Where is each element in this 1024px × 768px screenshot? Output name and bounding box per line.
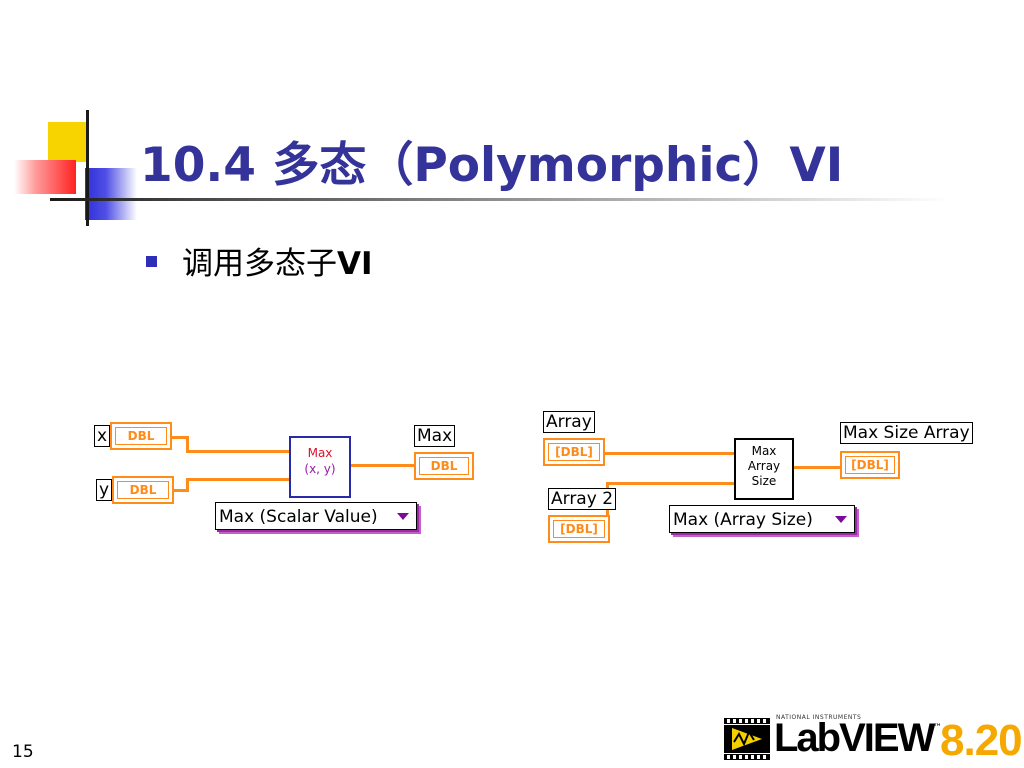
bullet-text: 调用多态子VI — [182, 238, 373, 283]
array2-control-terminal[interactable]: [DBL] — [548, 515, 610, 543]
array2-terminal-type: [DBL] — [553, 520, 605, 538]
labview-logo-icon — [722, 716, 772, 762]
y-terminal-type: DBL — [117, 481, 169, 499]
slide-title: 10.4 多态（Polymorphic）VI — [140, 138, 844, 193]
wire — [604, 452, 736, 455]
array-control-terminal[interactable]: [DBL] — [543, 438, 605, 466]
x-label: x — [94, 425, 111, 447]
logo-ni-text: NATIONAL INSTRUMENTS — [776, 714, 862, 721]
page-number: 15 — [12, 742, 34, 762]
logo-version: 8.20 — [940, 716, 1023, 765]
max-array-size-vi-icon[interactable]: Max Array Size — [734, 438, 794, 500]
wire — [186, 478, 290, 481]
vi2-line2: Array — [747, 459, 781, 473]
chevron-down-icon[interactable] — [835, 516, 847, 523]
array2-label: Array 2 — [548, 488, 617, 510]
x-control-terminal[interactable]: DBL — [110, 422, 172, 450]
max-size-array-label: Max Size Array — [840, 422, 973, 444]
wire — [186, 478, 189, 492]
decor-yellow-square — [48, 122, 86, 162]
logo-name: LabVIEW — [774, 716, 935, 760]
max-indicator-terminal[interactable]: DBL — [414, 452, 474, 480]
logo-trademark: ™ — [933, 723, 942, 733]
bullet-text-bold: VI — [337, 246, 373, 282]
array-label: Array — [543, 411, 595, 433]
wire — [394, 464, 416, 467]
bullet-marker-icon — [146, 256, 157, 267]
wire — [186, 450, 290, 453]
chevron-down-icon[interactable] — [397, 513, 409, 520]
vi-line1: Max — [307, 446, 333, 460]
polymorphic-selector-array[interactable]: Max (Array Size) — [669, 505, 855, 533]
decor-blue-square — [85, 168, 137, 220]
max-label: Max — [414, 425, 456, 447]
wire — [186, 436, 189, 453]
vi2-line1: Max — [751, 444, 777, 458]
selector-text: Max (Scalar Value) — [219, 507, 378, 527]
y-control-terminal[interactable]: DBL — [112, 476, 174, 504]
polymorphic-selector-scalar[interactable]: Max (Scalar Value) — [215, 502, 417, 530]
max-terminal-type: DBL — [419, 457, 469, 475]
title-underline — [50, 198, 950, 201]
y-label: y — [96, 479, 113, 501]
vi2-line3: Size — [751, 474, 777, 488]
array-terminal-type: [DBL] — [548, 443, 600, 461]
x-terminal-type: DBL — [115, 427, 167, 445]
vi-line2: (x, y) — [304, 462, 336, 476]
max-scalar-vi-icon[interactable]: Max (x, y) — [289, 436, 351, 498]
decor-red-square — [14, 160, 76, 194]
decor-vertical-line — [86, 110, 89, 226]
bullet-text-main: 调用多态子 — [182, 246, 337, 282]
max-size-array-terminal-type: [DBL] — [845, 456, 895, 474]
selector-text: Max (Array Size) — [673, 510, 813, 530]
wire — [792, 466, 842, 469]
wire — [172, 489, 188, 492]
wire — [172, 436, 188, 439]
wire — [348, 464, 396, 467]
wire — [608, 482, 736, 485]
max-size-array-indicator-terminal[interactable]: [DBL] — [840, 451, 900, 479]
